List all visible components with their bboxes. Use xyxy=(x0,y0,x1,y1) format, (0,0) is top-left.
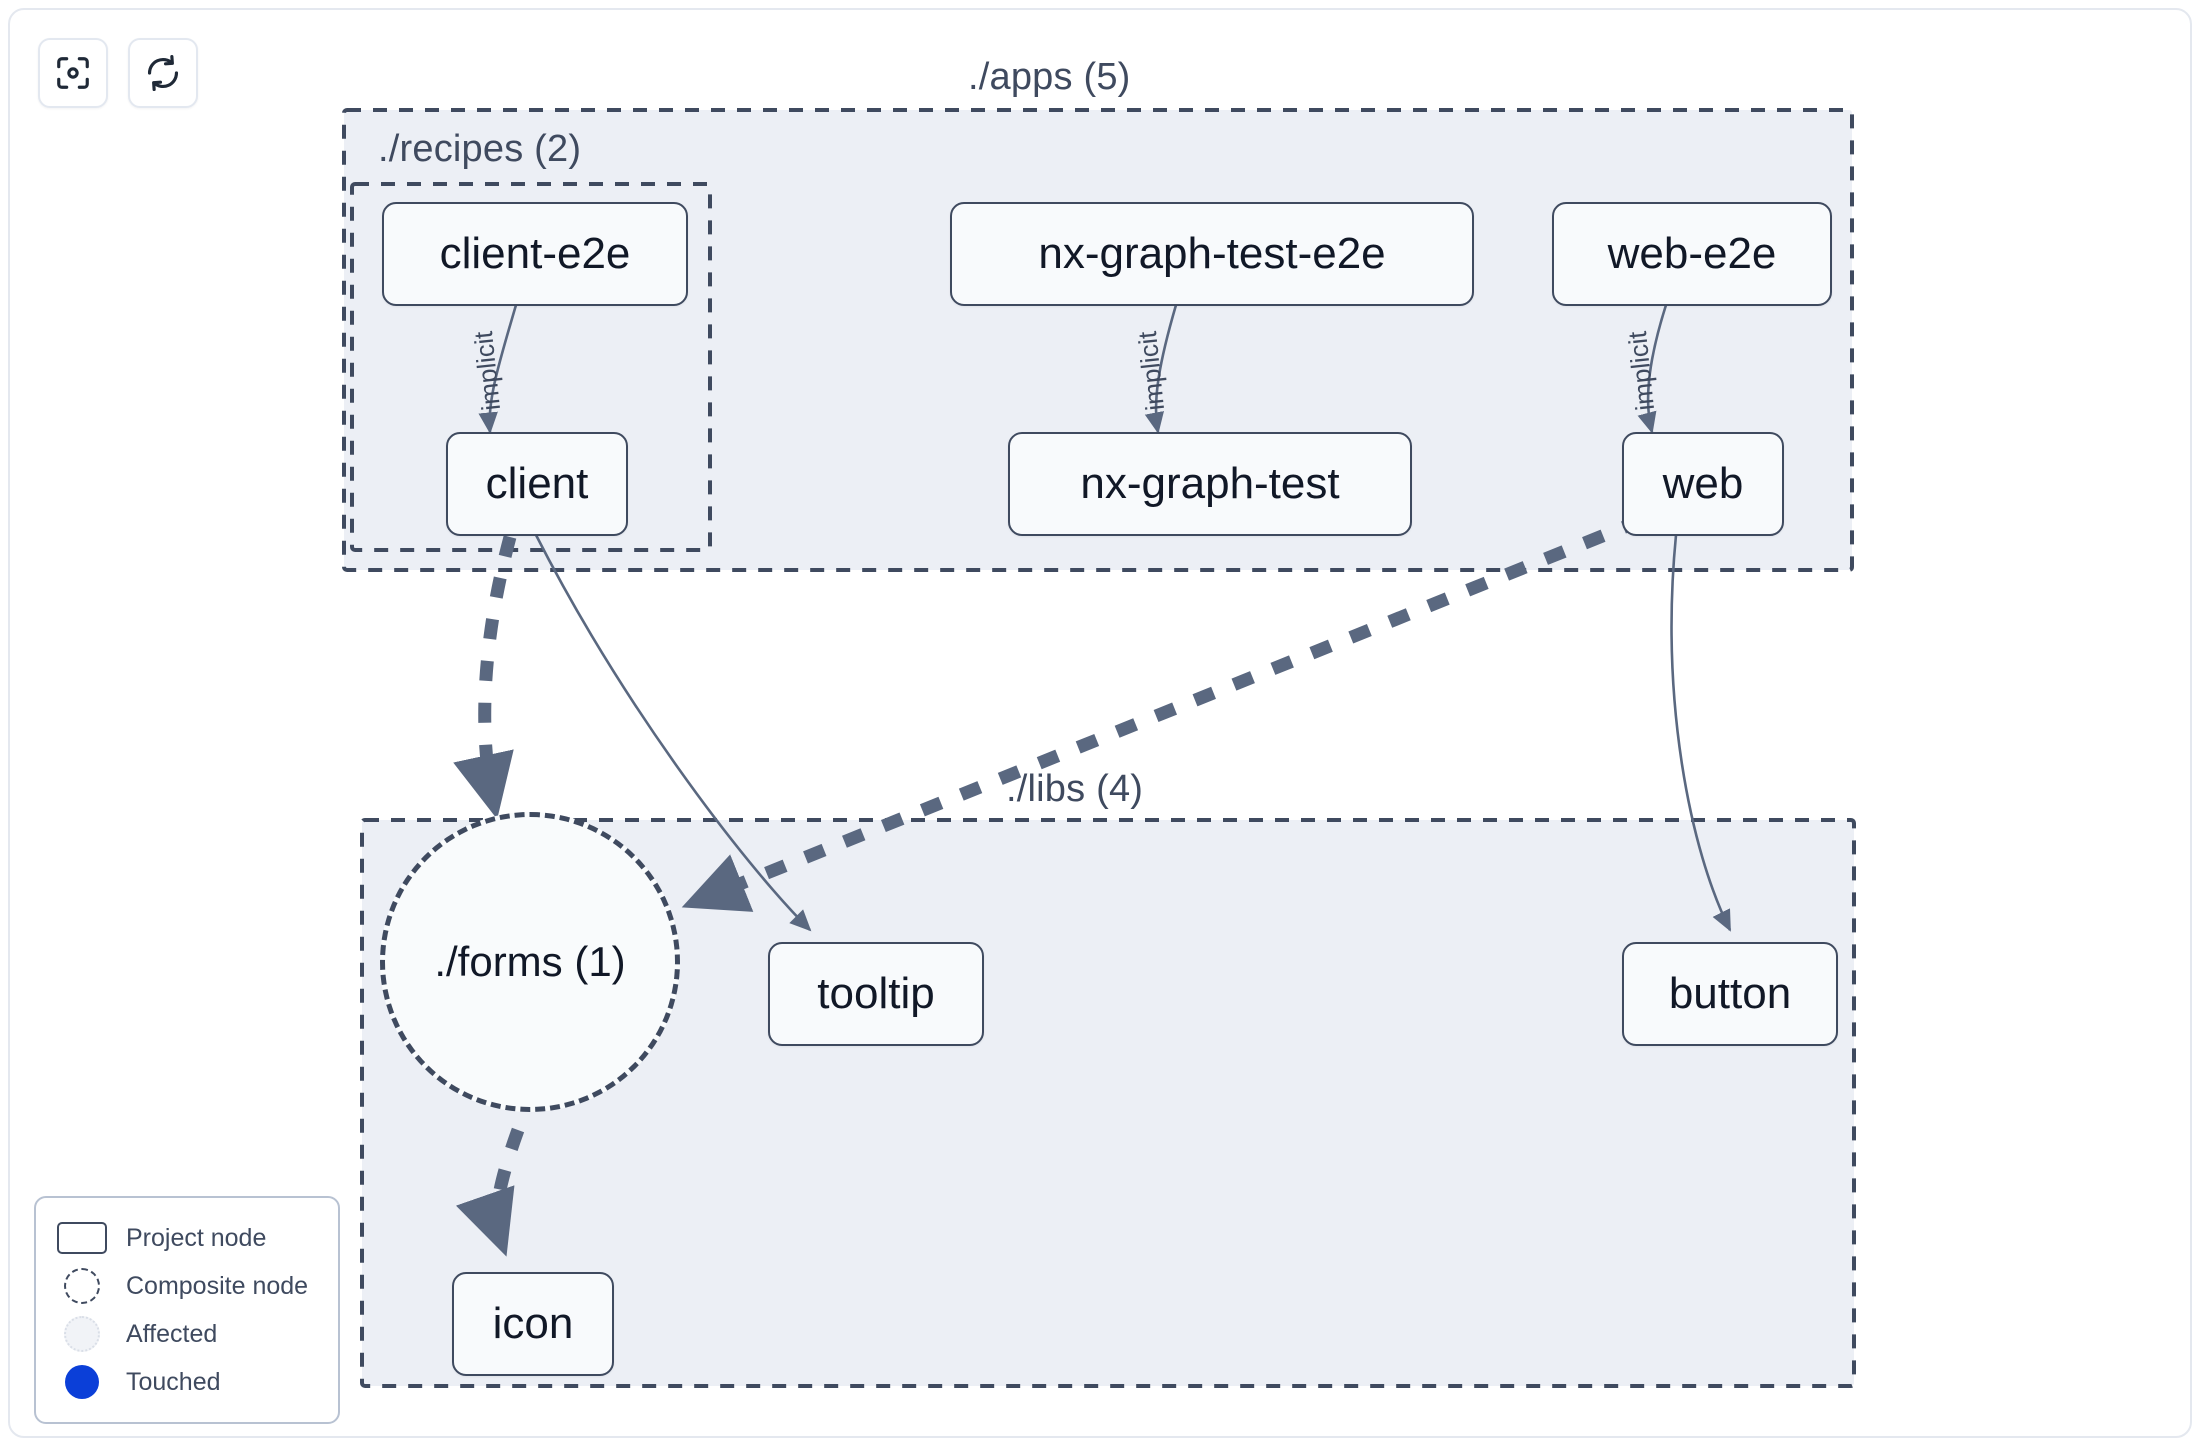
node-forms[interactable]: ./forms (1) xyxy=(380,812,680,1112)
graph-toolbar xyxy=(38,38,198,108)
legend-label-touched: Touched xyxy=(126,1367,221,1396)
legend-label-affected: Affected xyxy=(126,1319,218,1348)
node-client[interactable]: client xyxy=(446,432,628,536)
node-web-e2e[interactable]: web-e2e xyxy=(1552,202,1832,306)
focus-graph-button[interactable] xyxy=(38,38,108,108)
node-icon[interactable]: icon xyxy=(452,1272,614,1376)
node-tooltip[interactable]: tooltip xyxy=(768,942,984,1046)
legend-item-affected: Affected xyxy=(54,1310,320,1358)
legend-item-composite-node: Composite node xyxy=(54,1262,320,1310)
node-web[interactable]: web xyxy=(1622,432,1784,536)
legend-item-project-node: Project node xyxy=(54,1214,320,1262)
focus-target-icon xyxy=(54,54,92,92)
graph-legend: Project node Composite node Affected Tou… xyxy=(34,1196,340,1424)
node-nx-graph-test-e2e[interactable]: nx-graph-test-e2e xyxy=(950,202,1474,306)
legend-label-composite-node: Composite node xyxy=(126,1271,309,1300)
affected-swatch xyxy=(54,1316,110,1352)
group-label-libs: ./libs (4) xyxy=(1006,768,1144,810)
refresh-graph-button[interactable] xyxy=(128,38,198,108)
node-client-e2e[interactable]: client-e2e xyxy=(382,202,688,306)
touched-swatch xyxy=(54,1365,110,1399)
composite-node-swatch xyxy=(54,1268,110,1304)
group-label-apps: ./apps (5) xyxy=(968,56,1131,98)
node-button[interactable]: button xyxy=(1622,942,1838,1046)
legend-label-project-node: Project node xyxy=(126,1223,267,1252)
project-node-swatch xyxy=(54,1222,110,1254)
legend-item-touched: Touched xyxy=(54,1358,320,1406)
node-nx-graph-test[interactable]: nx-graph-test xyxy=(1008,432,1412,536)
refresh-icon xyxy=(144,54,182,92)
group-label-recipes: ./recipes (2) xyxy=(378,128,582,170)
